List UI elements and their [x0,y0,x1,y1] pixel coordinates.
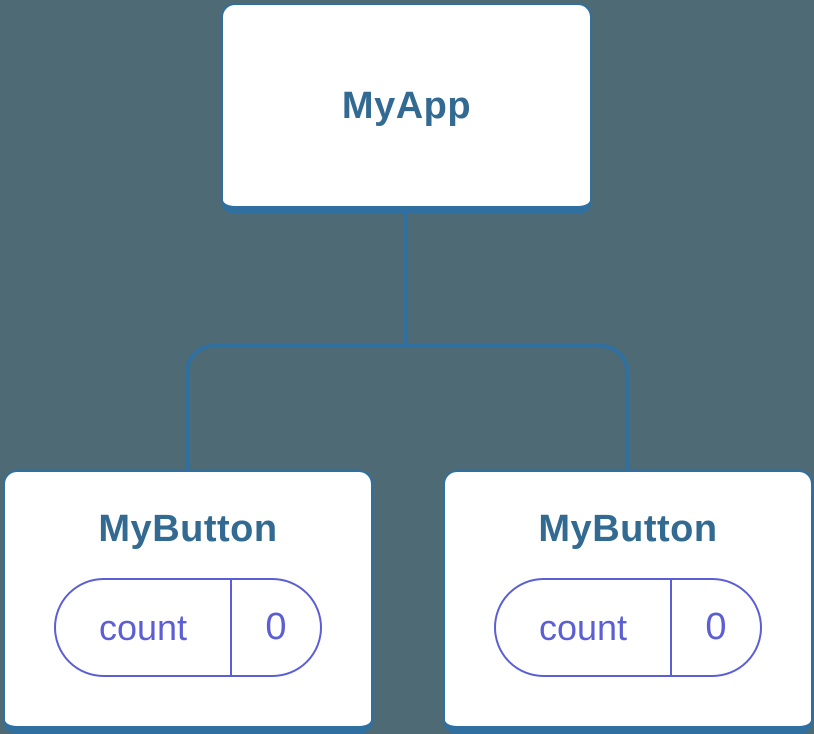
state-name-1: count [98,606,188,648]
state-pill-2: count 0 [494,578,762,677]
state-value-1: 0 [230,580,320,675]
component-label-mybutton-1: MyButton [98,508,278,550]
component-label-myapp: MyApp [341,84,472,127]
state-name-2: count [538,606,628,648]
component-card-myapp: MyApp [221,3,592,214]
tree-connector-bracket [185,344,629,470]
component-card-mybutton-2: MyButton count 0 [443,470,813,734]
state-pill-1: count 0 [54,578,322,677]
tree-connector-stem [404,212,408,346]
component-card-mybutton-1: MyButton count 0 [3,470,373,734]
state-value-2: 0 [670,580,760,675]
component-label-mybutton-2: MyButton [538,508,718,550]
